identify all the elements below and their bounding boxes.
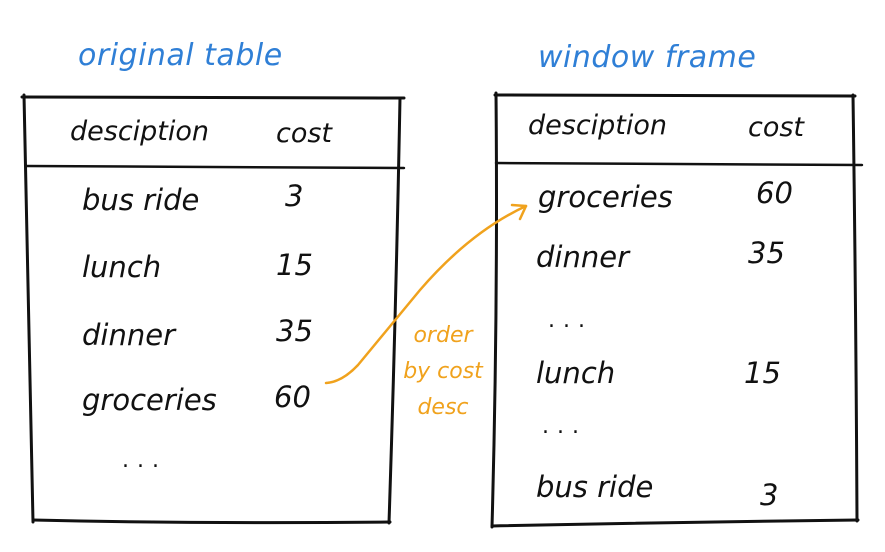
left-row-1-description: bus ride bbox=[82, 183, 200, 217]
right-header-cost: cost bbox=[748, 112, 805, 143]
left-table-title: original table bbox=[78, 38, 283, 73]
right-row-6-description: bus ride bbox=[536, 470, 654, 504]
order-arrow bbox=[324, 203, 528, 385]
right-row-2-cost: 35 bbox=[748, 236, 785, 270]
right-ellipsis-2: ... bbox=[542, 414, 587, 439]
left-row-1-cost: 3 bbox=[285, 179, 304, 213]
order-annotation: order by cost desc bbox=[398, 318, 488, 426]
left-header-description: desciption bbox=[70, 116, 210, 147]
right-row-1-description: groceries bbox=[538, 180, 673, 214]
right-ellipsis-1: ... bbox=[548, 308, 593, 333]
annotation-line-2: by cost bbox=[403, 359, 483, 384]
left-row-2-description: lunch bbox=[82, 250, 162, 284]
right-row-4-description: lunch bbox=[536, 356, 616, 390]
arrow-head bbox=[510, 203, 528, 221]
right-header-rule bbox=[494, 161, 864, 167]
right-row-6-cost: 3 bbox=[760, 478, 779, 512]
left-row-2-cost: 15 bbox=[276, 248, 313, 282]
annotation-line-3: desc bbox=[417, 395, 469, 420]
annotation-line-1: order bbox=[413, 323, 473, 348]
left-row-3-cost: 35 bbox=[276, 314, 313, 348]
left-table-frame bbox=[20, 93, 406, 525]
left-header-rule bbox=[24, 164, 406, 170]
right-row-2-description: dinner bbox=[536, 240, 629, 274]
right-header-description: desciption bbox=[528, 110, 668, 141]
right-table-frame bbox=[490, 91, 860, 529]
right-table-title: window frame bbox=[538, 40, 757, 75]
left-header-cost: cost bbox=[276, 118, 333, 149]
right-row-4-cost: 15 bbox=[744, 356, 781, 390]
left-row-4-cost: 60 bbox=[274, 380, 311, 414]
left-row-4-description: groceries bbox=[82, 383, 217, 417]
left-row-3-description: dinner bbox=[82, 318, 175, 352]
right-row-1-cost: 60 bbox=[756, 176, 793, 210]
left-ellipsis: ... bbox=[122, 448, 167, 473]
